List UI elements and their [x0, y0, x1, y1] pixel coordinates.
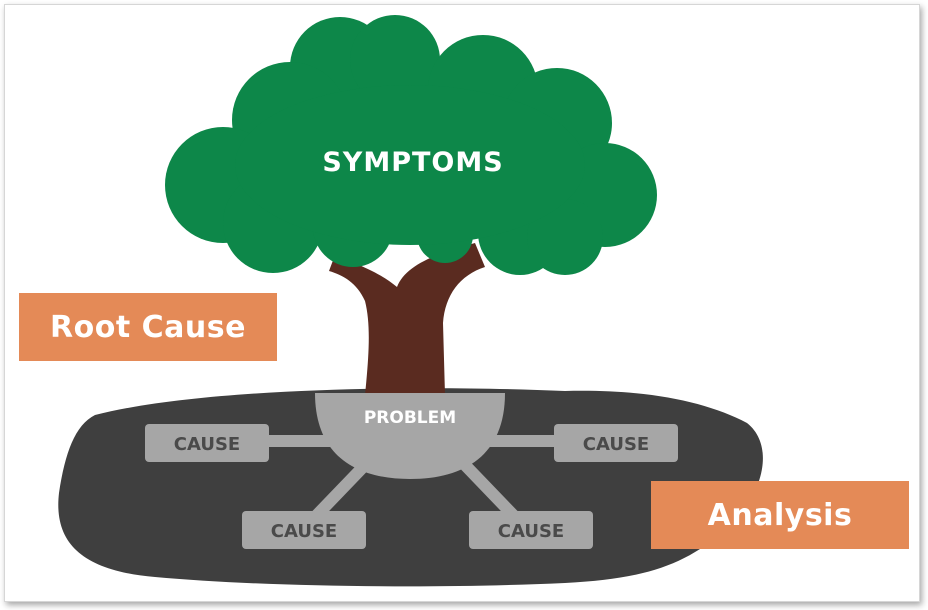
- analysis-tag: Analysis: [651, 481, 909, 549]
- cause-label: CAUSE: [583, 434, 649, 455]
- tree-trunk: [329, 243, 485, 395]
- diagram-frame: SYMPTOMS PROBLEM CAUSE CAUSE CAUSE CAUSE: [4, 4, 920, 602]
- cause-box-bottom-left: CAUSE: [242, 511, 366, 549]
- cause-label: CAUSE: [271, 521, 337, 542]
- root-cause-tree-diagram: SYMPTOMS PROBLEM CAUSE CAUSE CAUSE CAUSE: [58, 15, 763, 587]
- cause-box-top-left: CAUSE: [145, 424, 269, 462]
- canopy-label: SYMPTOMS: [322, 147, 503, 178]
- cause-label: CAUSE: [174, 434, 240, 455]
- cause-box-top-right: CAUSE: [554, 424, 678, 462]
- cause-label: CAUSE: [498, 521, 564, 542]
- tree-canopy: [165, 15, 657, 275]
- problem-node: [315, 393, 505, 479]
- root-cause-tag: Root Cause: [19, 293, 277, 361]
- problem-label: PROBLEM: [364, 408, 456, 428]
- cause-box-bottom-right: CAUSE: [469, 511, 593, 549]
